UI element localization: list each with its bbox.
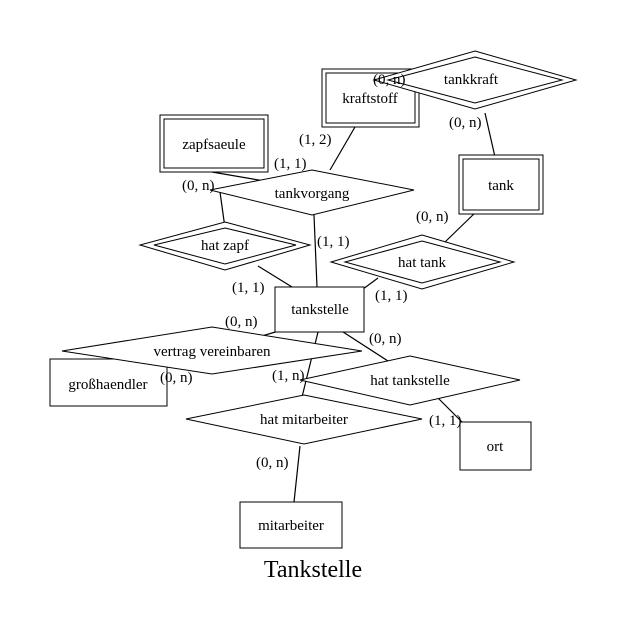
cardinality-hattank-tankstelle: (1, 1) bbox=[375, 288, 408, 304]
relationship-hat-mitarbeiter-label: hat mitarbeiter bbox=[260, 412, 348, 428]
relationship-hat-zapf-label: hat zapf bbox=[201, 238, 249, 254]
cardinality-kraftstoff-tankvorgang: (1, 2) bbox=[299, 132, 332, 148]
diagram-title: Tankstelle bbox=[264, 557, 362, 583]
relationship-hat-tankstelle[interactable]: hat tankstelle bbox=[299, 355, 521, 406]
cardinality-tankstelle-hattankstelle: (0, n) bbox=[369, 331, 402, 347]
edge-hatmitarbeiter-mitarbeiter bbox=[293, 445, 301, 503]
cardinality-zapfsaeule-tankvorgang: (1, 1) bbox=[274, 156, 307, 172]
relationship-hat-tank-label: hat tank bbox=[398, 255, 446, 271]
edge-tankkraft-tank bbox=[484, 112, 496, 158]
cardinality-grosshaendler-vertrag: (0, n) bbox=[160, 370, 193, 386]
relationship-tankvorgang-label: tankvorgang bbox=[275, 186, 350, 202]
edge-hatzapf-tankstelle bbox=[257, 265, 293, 288]
entity-tankstelle-label: tankstelle bbox=[291, 302, 349, 318]
relationship-tankkraft[interactable]: tankkraft bbox=[372, 50, 578, 110]
cardinality-tankstelle-hatmitarbeiter: (1, n) bbox=[272, 368, 305, 384]
relationship-tankkraft-label: tankkraft bbox=[444, 72, 499, 88]
cardinality-hattankstelle-ort: (1, 1) bbox=[429, 413, 462, 429]
edge-kraftstoff-tankvorgang bbox=[329, 126, 356, 171]
cardinality-labels: (0, n) (0, n) (1, 2) (1, 1) (0, n) (1, 1… bbox=[160, 72, 482, 471]
relationship-vertrag-vereinbaren-label: vertrag vereinbaren bbox=[153, 344, 271, 360]
entity-tankstelle[interactable]: tankstelle bbox=[274, 286, 365, 333]
cardinality-tankvorgang-left: (0, n) bbox=[182, 178, 215, 194]
relationship-hat-tankstelle-label: hat tankstelle bbox=[370, 373, 450, 389]
relationship-hat-tank[interactable]: hat tank bbox=[329, 234, 516, 290]
entity-mitarbeiter-label: mitarbeiter bbox=[258, 518, 324, 534]
edge-tank-hattank bbox=[444, 209, 479, 243]
cardinality-kraftstoff-tankkraft: (0, n) bbox=[373, 72, 406, 88]
cardinality-tankvorgang-tankstelle: (1, 1) bbox=[317, 234, 350, 250]
relationship-hat-zapf[interactable]: hat zapf bbox=[138, 221, 312, 271]
cardinality-hatmitarbeiter-mitarbeiter: (0, n) bbox=[256, 455, 289, 471]
entity-tank-label: tank bbox=[488, 178, 514, 194]
cardinality-tankstelle-vertrag: (0, n) bbox=[225, 314, 258, 330]
edge-tankstelle-hatmitarbeiter bbox=[301, 331, 319, 398]
cardinality-tank-hattank: (0, n) bbox=[416, 209, 449, 225]
cardinality-hatzapf-tankstelle: (1, 1) bbox=[232, 280, 265, 296]
relationship-tankvorgang[interactable]: tankvorgang bbox=[209, 169, 415, 216]
entity-grosshaendler-label: großhaendler bbox=[68, 377, 147, 393]
entity-zapfsaeule-label: zapfsaeule bbox=[182, 137, 246, 153]
edges bbox=[211, 81, 496, 503]
entity-zapfsaeule[interactable]: zapfsaeule bbox=[159, 114, 269, 173]
entity-grosshaendler[interactable]: großhaendler bbox=[49, 358, 168, 407]
cardinality-tankkraft-tank: (0, n) bbox=[449, 115, 482, 131]
edge-tankvorgang-tankstelle bbox=[313, 214, 318, 288]
edge-hattankstelle-ort bbox=[437, 397, 463, 423]
edge-tankstelle-hattankstelle bbox=[339, 329, 389, 362]
entity-ort-label: ort bbox=[487, 439, 504, 455]
entity-mitarbeiter[interactable]: mitarbeiter bbox=[239, 501, 343, 549]
relationship-vertrag-vereinbaren[interactable]: vertrag vereinbaren bbox=[61, 326, 363, 375]
entity-tank[interactable]: tank bbox=[458, 154, 544, 215]
relationship-hat-mitarbeiter[interactable]: hat mitarbeiter bbox=[185, 394, 423, 445]
entity-ort[interactable]: ort bbox=[459, 421, 532, 471]
entity-kraftstoff-label: kraftstoff bbox=[342, 91, 398, 107]
